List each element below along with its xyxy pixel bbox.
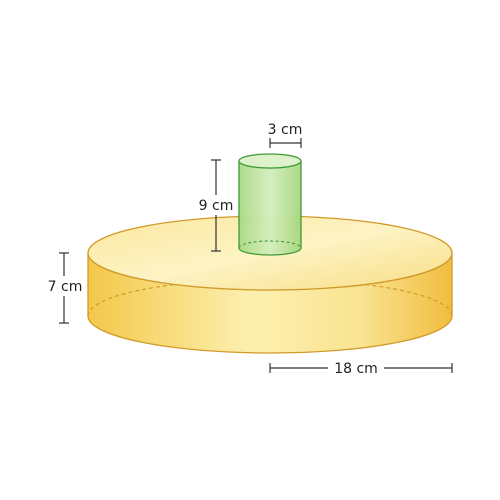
small-cylinder-side <box>238 160 302 256</box>
small-cylinder-top <box>238 153 302 169</box>
small-height-label: 9 cm <box>199 198 234 214</box>
small-cylinder-hidden-base-edge <box>238 240 302 249</box>
small-radius-dimension <box>269 138 302 148</box>
small-cylinder <box>238 153 302 256</box>
large-height-label: 7 cm <box>48 279 83 295</box>
large-height-dimension <box>59 252 69 324</box>
large-radius-label: 18 cm <box>334 361 378 377</box>
small-height-dimension <box>211 159 221 252</box>
small-radius-label: 3 cm <box>268 122 303 138</box>
large-radius-dimension <box>269 363 453 373</box>
